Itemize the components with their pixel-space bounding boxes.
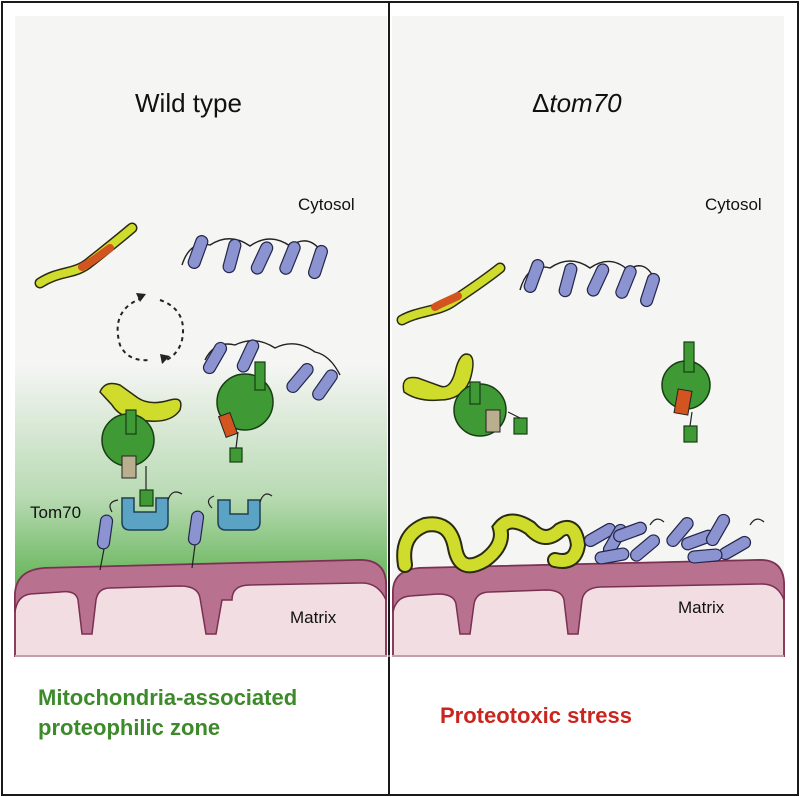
left-caption: Mitochondria-associated proteophilic zon… [38, 685, 298, 740]
right-matrix-label: Matrix [678, 598, 725, 617]
chaperone-hsp90-right [453, 381, 528, 437]
tom70-receptor-2 [187, 493, 273, 569]
tom70-receptor-1 [96, 491, 183, 571]
exchange-arrows [116, 297, 184, 363]
left-membrane [14, 559, 387, 635]
client-protein-helical [181, 233, 330, 281]
left-matrix-label: Matrix [290, 608, 337, 627]
right-panel-title: Δtom70 [532, 88, 622, 119]
client-yellow-right [402, 353, 474, 402]
client-protein-helical-right [519, 257, 662, 309]
right-panel [392, 16, 785, 657]
chaperone-hsp90 [101, 409, 155, 507]
left-panel-title: Wild type [135, 88, 242, 118]
chaperone-hsp70-right [661, 341, 711, 443]
aggregate-helical [581, 511, 765, 566]
left-panel [14, 16, 387, 657]
delta-symbol: Δ [532, 88, 550, 118]
right-caption: Proteotoxic stress [440, 703, 632, 728]
chaperone-hsp70 [216, 361, 274, 463]
client-bound-helical [200, 337, 341, 403]
right-cytosol-label: Cytosol [705, 195, 762, 214]
tom70-label: Tom70 [30, 503, 82, 522]
right-membrane [392, 559, 785, 635]
left-cytosol-label: Cytosol [298, 195, 355, 214]
gene-name: tom70 [549, 88, 622, 118]
